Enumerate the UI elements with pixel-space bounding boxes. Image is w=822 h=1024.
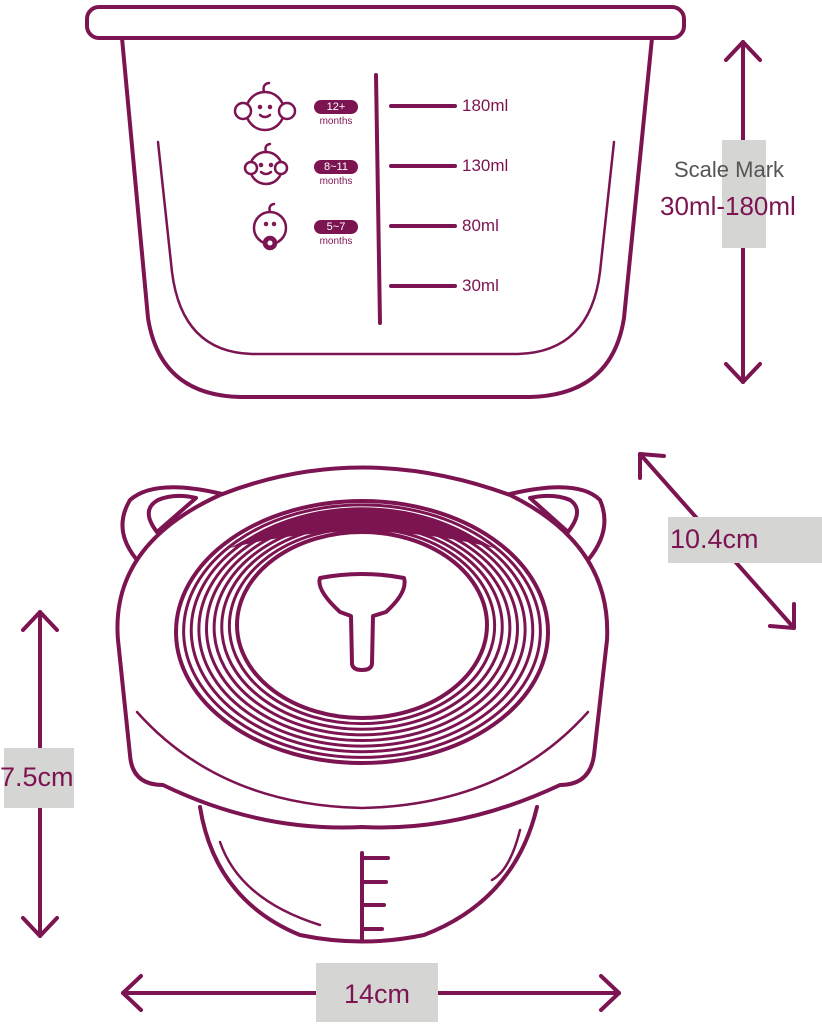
lid-ring	[205, 515, 519, 742]
lid-ring	[212, 518, 512, 737]
bowl-highlight-right	[490, 828, 522, 882]
lid-ring	[227, 526, 497, 726]
lid-outline	[115, 465, 610, 830]
diameter-label: 10.4cm	[670, 524, 759, 554]
scale-vertical-line	[374, 73, 382, 325]
lid-t-handle	[317, 572, 407, 672]
lid-ring-band	[230, 509, 494, 548]
lid-lower-curve	[135, 710, 590, 810]
height-label-bg	[4, 748, 74, 808]
age-unit: months	[319, 116, 353, 127]
age-badge-12plus: 12+	[314, 100, 358, 114]
lid-ring	[182, 503, 542, 759]
lid-ear-left	[120, 485, 224, 562]
diameter-label-bg	[668, 517, 822, 563]
age-unit: months	[319, 176, 353, 187]
scale-label-130: 130ml	[462, 156, 509, 175]
lid-ring	[220, 522, 504, 731]
lid-ear-right	[508, 485, 607, 562]
bowl-highlight-left	[218, 840, 322, 927]
baby-face-icon-8-11	[243, 142, 289, 186]
lid-ring	[189, 507, 535, 754]
lid-ring	[235, 530, 489, 720]
container-body	[120, 36, 654, 399]
container-lid-rim	[85, 5, 686, 40]
scale-label-180: 180ml	[462, 96, 509, 115]
lid-ring	[174, 499, 550, 765]
lid-ear-left-inner	[146, 493, 198, 534]
bowl-with-lid	[115, 465, 610, 944]
baby-face-icon-5-7	[252, 202, 288, 251]
lid-ear-right-inner	[528, 493, 579, 534]
age-badge-8-11: 8~11	[314, 160, 358, 174]
container-inner-line	[156, 140, 616, 356]
scale-label-30: 30ml	[462, 276, 499, 295]
age-unit: months	[319, 236, 353, 247]
scale-mark-range: 30ml-180ml	[660, 191, 796, 221]
baby-face-icon-12plus	[233, 81, 297, 132]
lid-ring	[197, 511, 527, 748]
scale-label-bg	[722, 140, 766, 248]
height-label: 7.5cm	[0, 762, 74, 792]
lid-rings	[174, 499, 550, 765]
scale-label-80: 80ml	[462, 216, 499, 235]
container-side-view	[85, 5, 686, 399]
width-label-bg	[316, 963, 438, 1022]
scale-mark-title: Scale Mark	[674, 157, 785, 182]
age-badge-5-7: 5~7	[314, 220, 358, 234]
width-label: 14cm	[344, 979, 411, 1009]
